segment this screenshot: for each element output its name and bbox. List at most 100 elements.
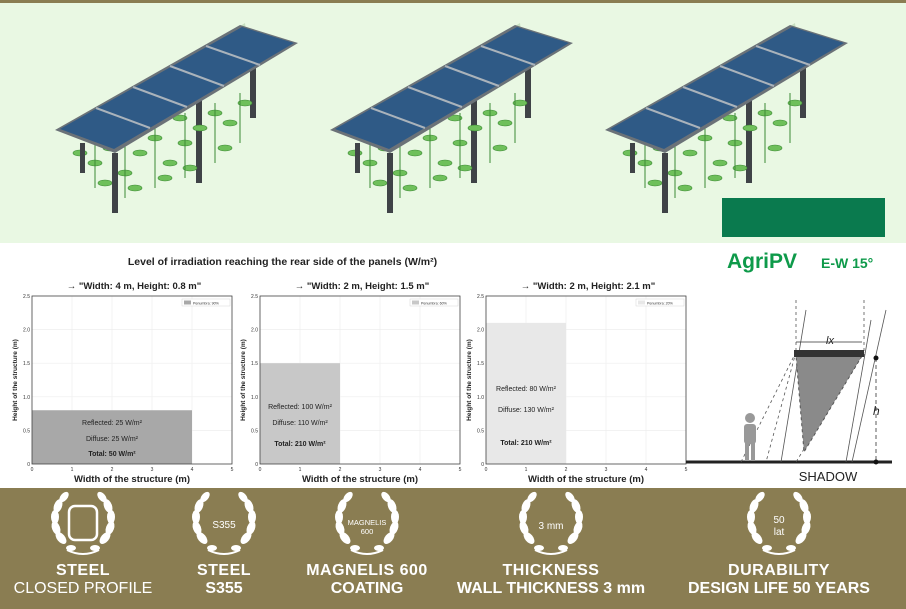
y-tick-label: 2.5 [477, 294, 484, 300]
y-tick-label: 2.0 [477, 328, 484, 334]
laurel-wreath-icon: 3 mm [516, 489, 586, 555]
chart-1-svg: → "Width: 4 m, Height: 0.8 m" 0 1 2 3 4 5 0 0.5 1… [12, 281, 234, 485]
chart-title: → "Width: 2 m, Height: 1.5 m" [295, 281, 430, 292]
laurel-wreath-icon: S355 [189, 489, 259, 555]
person-icon [744, 413, 756, 461]
y-tick-label: 1.5 [251, 361, 258, 367]
panel-bar [794, 350, 864, 357]
y-tick-label: 2.5 [251, 294, 258, 300]
chart-title: → "Width: 4 m, Height: 0.8 m" [67, 281, 202, 292]
y-tick-label: 1.5 [477, 361, 484, 367]
bar-annotation: Total: 50 W/m² [88, 451, 136, 458]
bar-annotation: Diffuse: 130 W/m² [498, 407, 555, 414]
features-footer: STEEL CLOSED PROFILE S355 STEEL S355 MAG… [0, 488, 906, 609]
y-tick-label: 0 [481, 462, 484, 468]
laurel-wreath-icon [48, 489, 118, 555]
plot-frame [485, 295, 687, 465]
bar-annotation: Diffuse: 110 W/m² [272, 420, 328, 427]
shadow-area [795, 355, 863, 454]
shadow-label: SHADOW [798, 469, 858, 484]
bar-annotation: Reflected: 100 W/m² [268, 404, 332, 411]
x-tick-label: 3 [379, 467, 382, 473]
x-tick-label: 4 [191, 467, 194, 473]
x-tick-label: 1 [299, 467, 302, 473]
x-tick-label: 4 [419, 467, 422, 473]
x-tick-label: 3 [605, 467, 608, 473]
feature-subtitle: WALL THICKNESS 3 mm [456, 580, 646, 597]
green-badge [722, 198, 885, 237]
x-axis-label: Width of the structure (m) [528, 474, 644, 485]
y-tick-label: 2.0 [23, 328, 30, 334]
y-axis-label: Height of the structure (m) [12, 339, 19, 421]
orientation-label: E-W 15° [821, 255, 874, 271]
brand-logo: AgriPV [727, 250, 798, 273]
chart-1: → "Width: 4 m, Height: 0.8 m" 0 1 2 3 4 5 0 0.5 1… [8, 276, 236, 491]
bar-annotation: Total: 210 W/m² [274, 441, 326, 448]
feature-steel-profile: STEEL CLOSED PROFILE [8, 488, 158, 598]
x-tick-label: 5 [459, 467, 462, 473]
x-tick-label: 2 [565, 467, 568, 473]
chart-3-svg: → "Width: 2 m, Height: 2.1 m" 0 1 2 3 4 5 0 0.5 1… [466, 281, 688, 485]
x-tick-label: 3 [151, 467, 154, 473]
legend-box [409, 298, 459, 307]
legend-swatch [184, 300, 191, 305]
y-tick-label: 0.5 [251, 428, 258, 434]
feature-steel-grade: S355 STEEL S355 [165, 488, 283, 598]
y-tick-label: 1.0 [251, 395, 258, 401]
badge-text-line1: MAGNELIS [348, 518, 387, 527]
bar-annotation: Reflected: 80 W/m² [496, 386, 557, 393]
x-tick-label: 5 [685, 467, 688, 473]
y-axis-label: Height of the structure (m) [240, 339, 247, 421]
structure-bar [32, 410, 192, 464]
laurel-wreath-icon: 50 lat [744, 489, 814, 555]
x-tick-label: 0 [259, 467, 262, 473]
y-tick-label: 0.5 [23, 428, 30, 434]
legend-label: Penumbra: 20% [647, 302, 674, 306]
y-tick-label: 0.5 [477, 428, 484, 434]
plot-frame [259, 295, 461, 465]
legend-label: Penumbra: 90% [193, 302, 220, 306]
x-tick-label: 1 [71, 467, 74, 473]
feature-subtitle: DESIGN LIFE 50 YEARS [688, 580, 870, 597]
chart-title: → "Width: 2 m, Height: 2.1 m" [521, 281, 656, 292]
y-tick-label: 2.5 [23, 294, 30, 300]
y-axis-label: Height of the structure (m) [466, 339, 473, 421]
feature-subtitle: CLOSED PROFILE [13, 580, 153, 597]
x-tick-label: 1 [525, 467, 528, 473]
bar-annotation: Diffuse: 25 W/m² [86, 436, 139, 443]
bar-annotation: Total: 210 W/m² [500, 440, 552, 447]
x-tick-label: 0 [31, 467, 34, 473]
badge-text: 3 mm [539, 521, 564, 532]
feature-durability: 50 lat DURABILITY DESIGN LIFE 50 YEARS [668, 488, 890, 598]
x-tick-label: 4 [645, 467, 648, 473]
shadow-diagram: lx h [686, 300, 892, 465]
feature-title: STEEL [55, 562, 111, 579]
legend-box [635, 298, 685, 307]
y-tick-label: 1.0 [23, 395, 30, 401]
width-label: lx [826, 335, 834, 347]
feature-title: STEEL [196, 562, 252, 579]
y-tick-label: 1.5 [23, 361, 30, 367]
legend-box [181, 298, 231, 307]
feature-subtitle: S355 [205, 580, 243, 597]
legend-swatch [412, 300, 419, 305]
chart-3: → "Width: 2 m, Height: 2.1 m" 0 1 2 3 4 5 0 0.5 1… [462, 276, 690, 491]
legend-label: Penumbra: 60% [421, 302, 448, 306]
height-label: h [873, 404, 880, 418]
closed-profile-icon [67, 504, 99, 542]
feature-title: DURABILITY [728, 562, 830, 579]
badge-text-line2: 600 [361, 527, 374, 536]
x-axis-label: Width of the structure (m) [74, 474, 190, 485]
x-tick-label: 2 [339, 467, 342, 473]
structure-bar [260, 363, 340, 464]
y-tick-label: 1.0 [477, 395, 484, 401]
plot-frame [31, 295, 233, 465]
y-tick-label: 0 [27, 462, 30, 468]
x-tick-label: 2 [111, 467, 114, 473]
hero-illustration [0, 3, 906, 243]
structure-bar [486, 322, 566, 464]
feature-subtitle: COATING [330, 580, 404, 597]
x-tick-label: 5 [231, 467, 234, 473]
x-tick-label: 0 [485, 467, 488, 473]
